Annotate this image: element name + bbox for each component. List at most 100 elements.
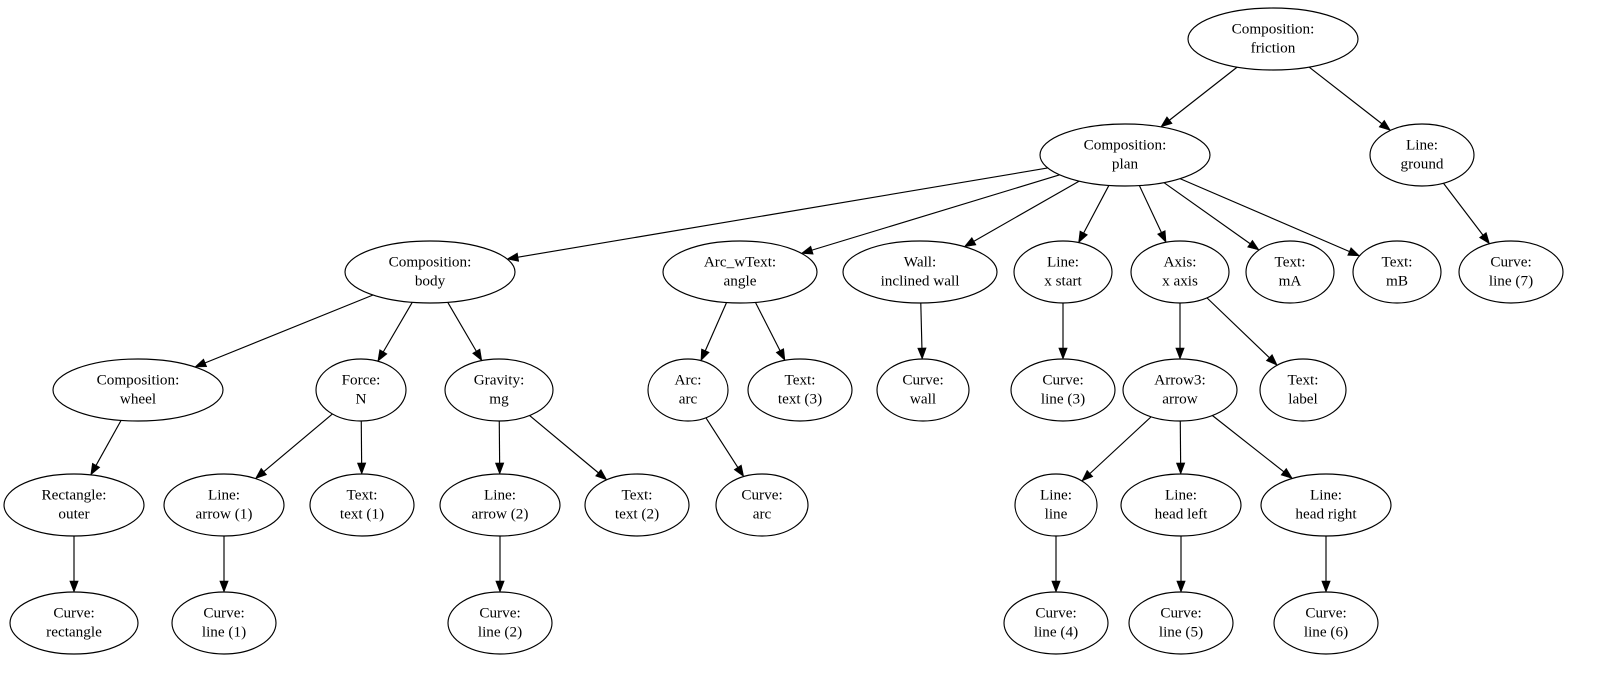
graph-node-headleft[interactable]: Line:head left <box>1120 473 1242 537</box>
node-ellipse[interactable] <box>1245 240 1335 304</box>
graph-node-xaxis[interactable]: Axis:x axis <box>1130 240 1230 304</box>
graph-node-curverect[interactable]: Curve:rectangle <box>9 591 139 655</box>
node-ellipse[interactable] <box>715 473 809 537</box>
node-ellipse[interactable] <box>163 473 285 537</box>
graph-node-arrow3[interactable]: Arrow3:arrow <box>1122 358 1238 422</box>
edge-arrowhead-icon <box>1175 347 1185 360</box>
node-label-type: Force: <box>342 371 381 388</box>
node-ellipse[interactable] <box>1014 473 1098 537</box>
node-ellipse[interactable] <box>1187 7 1359 71</box>
edge-arrowhead-icon <box>1058 347 1068 360</box>
node-ellipse[interactable] <box>1013 240 1113 304</box>
node-label-type: Composition: <box>97 371 180 388</box>
graph-node-label[interactable]: Text:label <box>1259 358 1347 422</box>
graph-node-angle[interactable]: Arc_wText:angle <box>662 240 818 304</box>
node-ellipse[interactable] <box>1003 591 1109 655</box>
node-ellipse[interactable] <box>315 358 407 422</box>
node-ellipse[interactable] <box>1130 240 1230 304</box>
node-label-name: mA <box>1279 272 1302 289</box>
node-ellipse[interactable] <box>1458 240 1564 304</box>
node-ellipse[interactable] <box>9 591 139 655</box>
node-ellipse[interactable] <box>1352 240 1442 304</box>
graph-node-headright[interactable]: Line:head right <box>1260 473 1392 537</box>
node-ellipse[interactable] <box>309 473 415 537</box>
node-label-name: angle <box>724 272 757 289</box>
graph-node-ground[interactable]: Line:ground <box>1369 123 1475 187</box>
graph-node-outer[interactable]: Rectangle:outer <box>3 473 145 537</box>
graph-node-line3[interactable]: Curve:line (3) <box>1010 358 1116 422</box>
node-ellipse[interactable] <box>1273 591 1379 655</box>
edge-arrowhead-icon <box>495 580 505 593</box>
graph-edge <box>973 180 1080 242</box>
node-label-name: arc <box>753 505 772 522</box>
node-ellipse[interactable] <box>171 591 277 655</box>
graph-node-line7[interactable]: Curve:line (7) <box>1458 240 1564 304</box>
node-ellipse[interactable] <box>444 358 554 422</box>
node-label-type: Curve: <box>1042 371 1083 388</box>
node-ellipse[interactable] <box>584 473 690 537</box>
node-label-name: wheel <box>120 390 156 407</box>
graph-edge <box>529 415 599 474</box>
graph-node-xstart[interactable]: Line:x start <box>1013 240 1113 304</box>
node-ellipse[interactable] <box>1039 123 1211 187</box>
graph-node-wall[interactable]: Wall:inclined wall <box>842 240 998 304</box>
node-ellipse[interactable] <box>344 240 516 304</box>
node-ellipse[interactable] <box>52 358 224 422</box>
graph-node-line6[interactable]: Curve: line (6) <box>1273 591 1379 655</box>
node-ellipse[interactable] <box>1010 358 1116 422</box>
graph-node-wheel[interactable]: Composition: wheel <box>52 358 224 422</box>
graph-node-line5[interactable]: Curve:line (5) <box>1128 591 1234 655</box>
node-ellipse[interactable] <box>876 358 970 422</box>
node-label-type: Line: <box>1310 486 1342 503</box>
graph-node-line2[interactable]: Curve:line (2) <box>447 591 553 655</box>
graph-node-friction[interactable]: Composition:friction <box>1187 7 1359 71</box>
graph-node-mA[interactable]: Text: mA <box>1245 240 1335 304</box>
graph-node-text3[interactable]: Text:text (3) <box>747 358 853 422</box>
node-label-name: friction <box>1251 39 1296 56</box>
node-ellipse[interactable] <box>842 240 998 304</box>
node-label-name: line (4) <box>1034 623 1078 640</box>
graph-node-forceN[interactable]: Force:N <box>315 358 407 422</box>
node-ellipse[interactable] <box>439 473 561 537</box>
node-ellipse[interactable] <box>1259 358 1347 422</box>
node-ellipse[interactable] <box>647 358 729 422</box>
edge-arrowhead-icon <box>1078 230 1088 244</box>
node-ellipse[interactable] <box>1120 473 1242 537</box>
node-ellipse[interactable] <box>1369 123 1475 187</box>
node-label-type: Curve: <box>53 604 94 621</box>
node-label-name: line (7) <box>1489 272 1533 289</box>
graph-node-text2[interactable]: Text:text (2) <box>584 473 690 537</box>
graph-node-curvearc[interactable]: Curve:arc <box>715 473 809 537</box>
graph-edge <box>1169 66 1238 121</box>
graph-node-lineline[interactable]: Line:line <box>1014 473 1098 537</box>
node-label-type: Curve: <box>1305 604 1346 621</box>
node-label-name: text (2) <box>615 505 659 522</box>
node-label-name: text (3) <box>778 390 822 407</box>
node-ellipse[interactable] <box>1122 358 1238 422</box>
node-label-type: Text: <box>1275 253 1306 270</box>
graph-node-line1[interactable]: Curve:line (1) <box>171 591 277 655</box>
node-ellipse[interactable] <box>662 240 818 304</box>
graph-edge <box>704 302 728 351</box>
node-ellipse[interactable] <box>3 473 145 537</box>
graph-node-arrow2[interactable]: Line:arrow (2) <box>439 473 561 537</box>
node-label-name: wall <box>910 390 936 407</box>
graph-node-mB[interactable]: Text:mB <box>1352 240 1442 304</box>
node-label-name: line (6) <box>1304 623 1348 640</box>
node-ellipse[interactable] <box>1128 591 1234 655</box>
graph-node-body[interactable]: Composition:body <box>344 240 516 304</box>
edge-arrowhead-icon <box>1265 354 1278 366</box>
graph-edge <box>95 420 122 466</box>
node-ellipse[interactable] <box>1260 473 1392 537</box>
graph-node-gravitymg[interactable]: Gravity:mg <box>444 358 554 422</box>
node-ellipse[interactable] <box>447 591 553 655</box>
graph-node-arrow1[interactable]: Line:arrow (1) <box>163 473 285 537</box>
node-label-name: mg <box>489 390 509 407</box>
graph-node-arc[interactable]: Arc:arc <box>647 358 729 422</box>
graph-node-curvewall[interactable]: Curve:wall <box>876 358 970 422</box>
node-ellipse[interactable] <box>747 358 853 422</box>
graph-node-line4[interactable]: Curve:line (4) <box>1003 591 1109 655</box>
graph-node-plan[interactable]: Composition:plan <box>1039 123 1211 187</box>
graph-node-text1[interactable]: Text:text (1) <box>309 473 415 537</box>
edge-arrowhead-icon <box>506 252 520 262</box>
